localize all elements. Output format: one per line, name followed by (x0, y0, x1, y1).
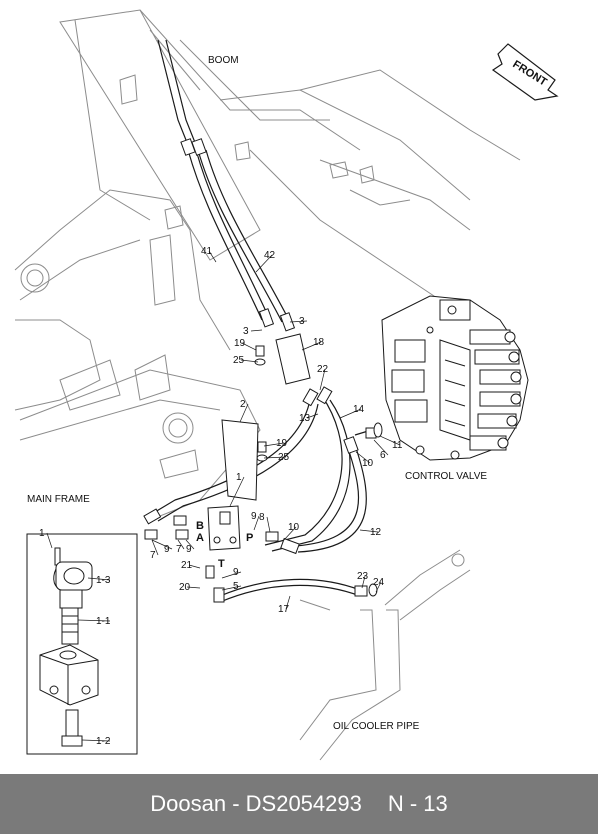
callout-leader (188, 564, 201, 569)
callout-leader (151, 539, 173, 550)
port-a-label: A (196, 532, 204, 544)
callout-leader (263, 442, 285, 447)
control-valve (381, 295, 529, 461)
callout-leader (229, 476, 245, 507)
callout-number: 14 (353, 404, 365, 415)
callout-leader (283, 526, 297, 541)
callout-leader (359, 529, 379, 533)
callout-leader (375, 581, 382, 593)
callout-number: 19 (234, 338, 246, 349)
callout-number: 1 (39, 528, 45, 539)
control-valve-caption: CONTROL VALVE (405, 471, 487, 482)
callout-leader (185, 539, 195, 550)
callout-leader (285, 595, 291, 610)
callout-leader (77, 619, 111, 622)
callout-leader (355, 451, 371, 464)
callout-number: 5 (233, 581, 239, 592)
callout-number: 7 (150, 550, 156, 561)
callout-number: 8 (259, 512, 265, 523)
callout-number: 17 (278, 604, 290, 615)
fittings (143, 138, 383, 603)
callout-leader (289, 320, 308, 323)
callout-leader (373, 439, 389, 456)
callout-number: 1-1 (96, 616, 111, 627)
footer-page: N - 13 (387, 791, 448, 816)
oil-cooler-pipe-caption: OIL COOLER PIPE (333, 721, 420, 732)
footer-part-number: DS2054293 (245, 791, 362, 816)
callout-number: 21 (181, 560, 193, 571)
port-b-label: B (196, 520, 204, 532)
callout-number: 9 (233, 567, 239, 578)
callout-number: 1-3 (96, 575, 111, 586)
callout-number: 3 (299, 316, 305, 327)
callout-number: 25 (278, 452, 290, 463)
oil-cooler-pipe (299, 549, 471, 761)
callout-number: 3 (243, 326, 249, 337)
callout-leader (46, 532, 53, 549)
callout-number: 6 (380, 450, 386, 461)
footer-brand: Doosan (150, 791, 227, 816)
callout-number: 9 (251, 511, 257, 522)
callout-number: 7 (176, 544, 182, 555)
footer-bar: Doosan - DS2054293 N - 13 (0, 774, 598, 834)
callout-leader (253, 515, 260, 531)
callout-number: 1 (236, 472, 242, 483)
callout-leader (379, 435, 401, 446)
brackets (207, 333, 311, 551)
callout-leader (361, 575, 366, 589)
callout-number: 9 (186, 544, 192, 555)
callout-number: 9 (164, 544, 170, 555)
callout-number: 22 (317, 364, 329, 375)
callout-number: 11 (392, 440, 403, 451)
callout-leader (339, 408, 362, 419)
callout-leader (263, 456, 287, 459)
callout-number: 13 (299, 413, 311, 424)
callout-number: 2 (240, 399, 246, 410)
callout-number: 23 (357, 571, 369, 582)
callout-leader (221, 585, 242, 591)
callout-number: 19 (276, 438, 288, 449)
callout-leader (319, 368, 326, 391)
callout-leader (241, 342, 257, 351)
callout-leader (250, 329, 263, 332)
callout-number: 10 (362, 458, 374, 469)
callout-leader (87, 577, 111, 581)
port-p-label: P (246, 532, 253, 544)
callout-leader (255, 254, 273, 273)
callout-number: 12 (370, 527, 382, 538)
callout-leader (240, 359, 259, 363)
callout-number: 42 (264, 250, 276, 261)
main-frame-caption: MAIN FRAME (27, 494, 90, 505)
callout-leader (301, 341, 322, 351)
callout-leader (177, 539, 185, 550)
footer-separator: - (232, 791, 240, 816)
callout-leader (151, 539, 159, 556)
callout-leaders (46, 250, 401, 742)
callout-number: 41 (201, 246, 213, 257)
port-t-label: T (218, 558, 225, 570)
callout-number: 1-2 (96, 736, 111, 747)
callout-number: 10 (288, 522, 300, 533)
hoses (149, 39, 379, 603)
front-arrow: FRONT (491, 43, 559, 101)
callout-leader (266, 516, 271, 533)
callout-leader (81, 739, 111, 742)
callout-leader (186, 586, 201, 589)
callout-number: 25 (233, 355, 245, 366)
callout-leader (221, 571, 242, 579)
callout-leader (239, 403, 249, 423)
callout-leader (306, 413, 319, 419)
inset-solenoid-assembly (26, 533, 138, 755)
hydraulic-piping-diagram: FRONT BOOM CONTROL VALVE MAIN FRAME OIL … (14, 9, 559, 761)
callout-number: 20 (179, 582, 191, 593)
boom-caption: BOOM (208, 55, 239, 66)
callout-number: 24 (373, 577, 385, 588)
callout-number: 18 (313, 337, 325, 348)
callout-leader (208, 250, 217, 263)
